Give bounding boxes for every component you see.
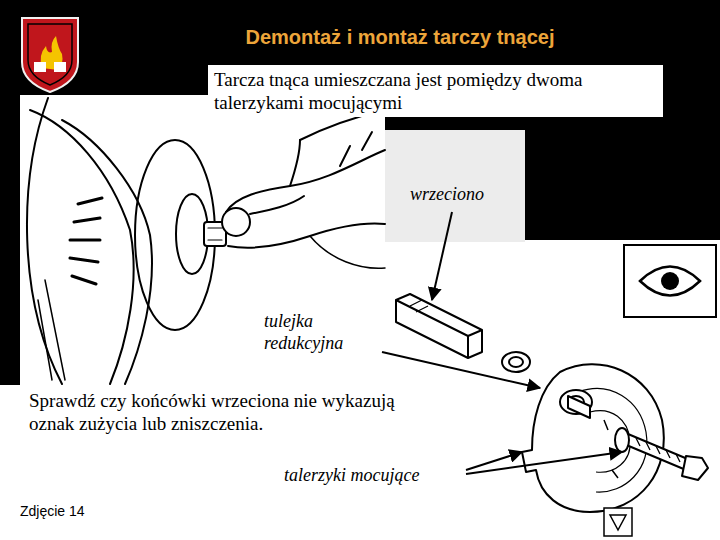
part-label: talerzyki mocujące: [282, 465, 421, 486]
leader-line: [382, 352, 540, 388]
part-label: tulejka redukcyjna: [262, 310, 378, 354]
slide-title: Demontaż i montaż tarczy tnącej: [160, 24, 640, 50]
eye-icon: [624, 245, 716, 317]
photo-panel: [20, 95, 385, 385]
logo-shield: [22, 18, 78, 92]
label-panel: [385, 130, 525, 242]
note-box: Sprawdź czy końcówki wrzeciona nie wykaz…: [25, 387, 403, 437]
photo-panel: [380, 240, 720, 540]
grinder-drawing: [27, 98, 385, 384]
leader-line: [432, 212, 452, 300]
part-label: wrzeciono: [408, 184, 486, 205]
spindle-parts: [396, 294, 708, 512]
leader-line: [466, 452, 622, 474]
note-box: Tarcza tnąca umieszczana jest pomiędzy d…: [208, 65, 663, 117]
leader-lines: [382, 212, 622, 474]
figure-caption: Zdjęcie 14: [20, 502, 85, 520]
warning-icon: [604, 508, 632, 536]
